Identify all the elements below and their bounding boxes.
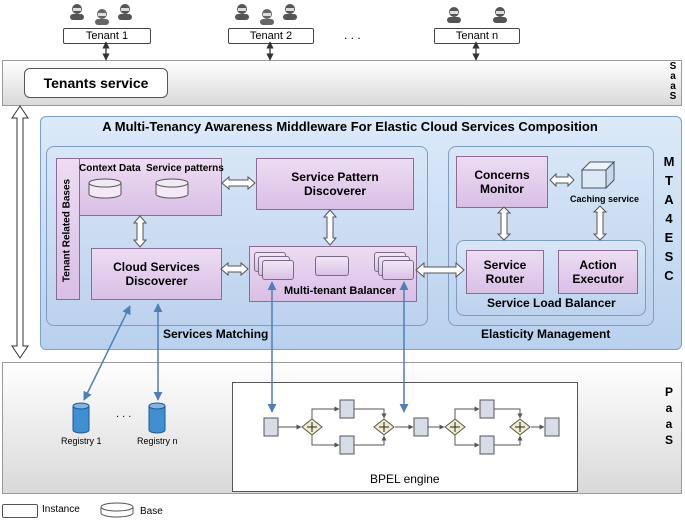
saas-paas-double-arrow [11, 105, 29, 359]
registry-n-label: Registry n [137, 436, 178, 446]
mta4esc-letter: M [663, 154, 675, 169]
bpel-activity [413, 417, 429, 437]
tenant-2-box: Tenant 2 [228, 28, 314, 44]
saas-letter: S [669, 91, 677, 102]
saas-side-label: S a a S [666, 62, 680, 102]
services-matching-label: Services Matching [163, 327, 269, 341]
bpel-activity [339, 435, 355, 455]
service-router-label: Service Router [483, 258, 527, 286]
saas-letter: S [669, 61, 677, 72]
legend-base-label: Base [140, 506, 163, 517]
registry-n-cylinder-icon [148, 402, 166, 434]
service-patterns-base-icon [154, 178, 190, 200]
tenant-related-bases-side [56, 158, 80, 300]
hollow-arrow-monitor-router [496, 206, 512, 241]
hollow-arrow-bases-cloud [132, 215, 148, 248]
instance-icon [382, 260, 414, 280]
multi-tenant-balancer-label: Multi-tenant Balancer [284, 285, 396, 297]
action-executor-label: Action Executor [572, 258, 624, 286]
mta4esc-side-label: M T A 4 E S C [662, 152, 678, 285]
legend-instance-label: Instance [42, 504, 80, 515]
service-pattern-discoverer-label: Service Pattern Discoverer [291, 170, 379, 198]
service-pattern-discoverer-box: Service Pattern Discoverer [256, 158, 414, 210]
registry-1-cylinder-icon [72, 402, 90, 434]
saas-letter: a [670, 81, 676, 92]
mta4esc-letter: S [664, 249, 674, 264]
hollow-arrow-caching-executor [592, 205, 608, 241]
action-executor-box: Action Executor [558, 250, 638, 294]
hollow-arrow-balancer-router [415, 261, 465, 279]
mta4esc-letter: A [664, 192, 674, 207]
instance-icon [315, 256, 349, 276]
hollow-arrow-bases-pattern [221, 175, 256, 191]
paas-letter: a [665, 417, 673, 431]
tenant-2-users-icon [232, 2, 302, 26]
service-load-balancer-label: Service Load Balancer [487, 296, 616, 310]
bpel-activity [339, 399, 355, 419]
tenant-1-users-icon [67, 2, 137, 26]
mta4esc-letter: T [665, 173, 673, 188]
service-patterns-label: Service patterns [146, 163, 224, 174]
hollow-arrow-monitor-caching [549, 172, 575, 188]
mta4esc-letter: E [664, 230, 674, 245]
bpel-activity [263, 417, 279, 437]
paas-letter: a [665, 401, 673, 415]
paas-letter: S [664, 433, 673, 447]
caching-service-label: Caching service [570, 194, 640, 204]
cloud-services-discoverer-box: Cloud Services Discoverer [91, 248, 222, 300]
tenants-ellipsis: . . . [344, 28, 361, 42]
tenant-related-bases-box [56, 158, 222, 216]
legend-base-icon [100, 502, 134, 518]
tenant-n-users-icon [442, 4, 514, 26]
cloud-services-discoverer-label: Cloud Services Discoverer [113, 260, 200, 288]
context-data-base-icon [87, 178, 123, 200]
registry-ellipsis: . . . [116, 408, 132, 420]
context-data-label: Context Data [79, 163, 141, 174]
hollow-arrow-cloud-balancer [220, 261, 249, 277]
cloud-discoverer-registry-1-arrow [83, 305, 131, 401]
caching-service-cube-icon [580, 160, 616, 190]
paas-side-label: P a a S [662, 384, 678, 448]
bpel-flow [263, 399, 560, 455]
paas-letter: P [664, 385, 673, 399]
mta4esc-letter: C [664, 268, 674, 283]
registry-1-label: Registry 1 [61, 436, 102, 446]
instance-icon [262, 260, 294, 280]
bpel-activity [479, 399, 495, 419]
concerns-monitor-box: Concerns Monitor [456, 156, 548, 208]
bpel-activity [544, 417, 560, 437]
bpel-engine-label: BPEL engine [370, 472, 440, 486]
bpel-activity [479, 435, 495, 455]
tenants-service-box: Tenants service [24, 68, 168, 98]
service-router-box: Service Router [466, 250, 544, 294]
hollow-arrow-pattern-balancer [322, 209, 338, 246]
saas-letter: a [670, 71, 676, 82]
legend-instance-icon [2, 504, 38, 518]
middleware-title: A Multi-Tenancy Awareness Middleware For… [102, 119, 598, 134]
concerns-monitor-label: Concerns Monitor [474, 168, 530, 196]
mta4esc-letter: 4 [665, 211, 673, 226]
elasticity-management-label: Elasticity Management [481, 327, 611, 341]
